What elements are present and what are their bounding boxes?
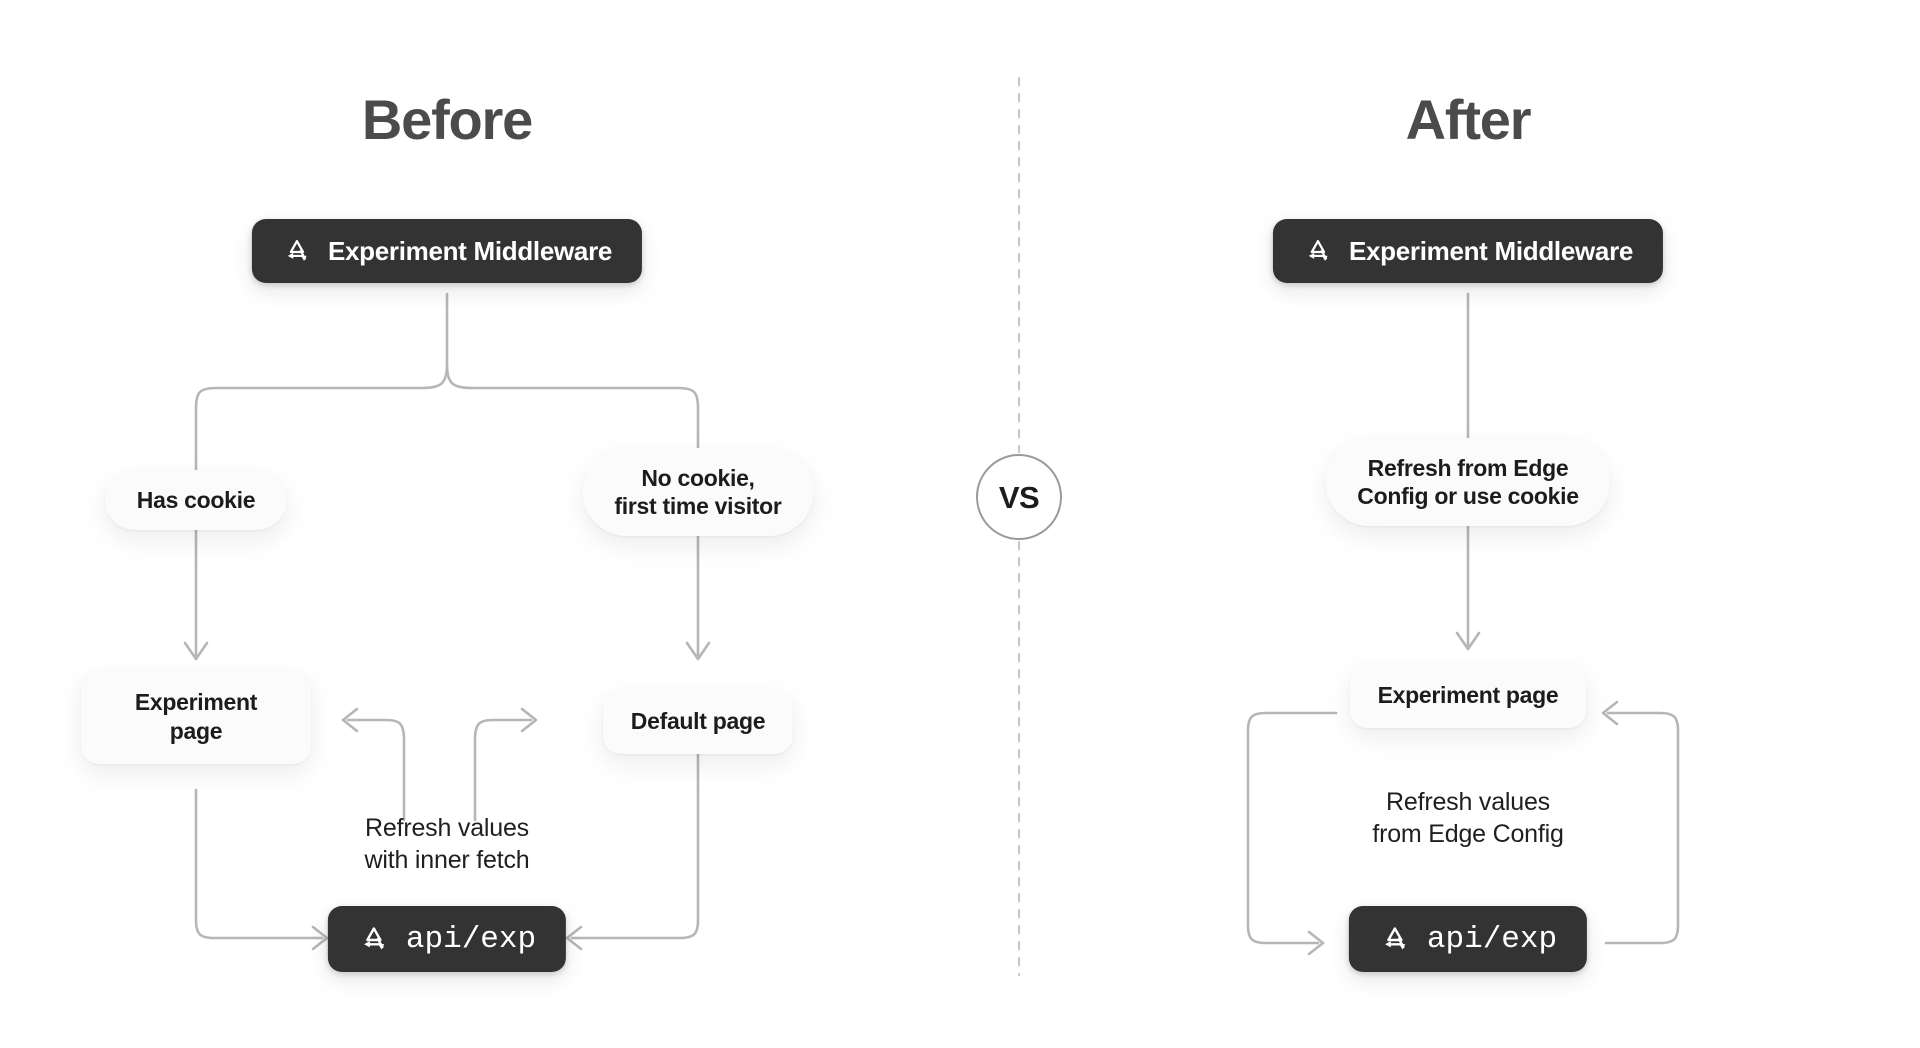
before-no-cookie-line1: No cookie, xyxy=(641,465,755,491)
before-api-exp-label: api/exp xyxy=(405,921,537,957)
after-branch-line2: Config or use cookie xyxy=(1357,483,1579,510)
before-experiment-page-card[interactable]: Experiment page xyxy=(81,670,311,764)
vercel-experiment-logo-icon xyxy=(1308,240,1328,261)
before-branch-no-cookie[interactable]: No cookie, first time visitor xyxy=(582,448,814,537)
before-branch-has-cookie[interactable]: Has cookie xyxy=(104,470,288,531)
before-default-page-card[interactable]: Default page xyxy=(602,689,794,754)
vs-badge: VS xyxy=(976,454,1062,540)
before-has-cookie-label: Has cookie xyxy=(136,487,256,513)
before-refresh-caption-line1: Refresh values xyxy=(365,814,529,842)
vercel-experiment-logo-icon xyxy=(364,927,385,950)
after-experiment-page-card[interactable]: Experiment page xyxy=(1349,663,1587,728)
after-branch-refresh-pill[interactable]: Refresh from Edge Config or use cookie xyxy=(1325,438,1611,527)
before-no-cookie-line2: first time visitor xyxy=(614,493,782,520)
after-api-exp-label: api/exp xyxy=(1426,921,1558,957)
before-middleware-label: Experiment Middleware xyxy=(327,236,613,266)
after-refresh-caption: Refresh values from Edge Config xyxy=(1372,786,1564,850)
before-column-title: Before xyxy=(361,88,533,151)
after-refresh-caption-line1: Refresh values xyxy=(1386,788,1550,816)
before-refresh-caption-line2: with inner fetch xyxy=(364,846,530,874)
vercel-experiment-logo-icon xyxy=(287,240,307,261)
vercel-experiment-logo-icon xyxy=(1385,927,1406,950)
after-experiment-page-label: Experiment page xyxy=(1377,682,1559,708)
after-branch-line1: Refresh from Edge xyxy=(1367,455,1569,481)
before-refresh-caption: Refresh values with inner fetch xyxy=(365,812,530,876)
after-refresh-caption-line2: from Edge Config xyxy=(1372,820,1564,848)
vs-label: VS xyxy=(998,479,1040,515)
before-experiment-page-line2: page xyxy=(169,717,223,744)
before-experiment-page-line1: Experiment xyxy=(134,689,258,715)
after-api-exp-node[interactable]: api/exp xyxy=(1348,906,1588,972)
after-experiment-middleware-node[interactable]: Experiment Middleware xyxy=(1272,219,1664,283)
before-default-page-label: Default page xyxy=(630,708,766,734)
after-middleware-label: Experiment Middleware xyxy=(1348,236,1634,266)
before-api-exp-node[interactable]: api/exp xyxy=(327,906,567,972)
after-column-title: After xyxy=(1405,88,1532,151)
before-experiment-middleware-node[interactable]: Experiment Middleware xyxy=(251,219,643,283)
